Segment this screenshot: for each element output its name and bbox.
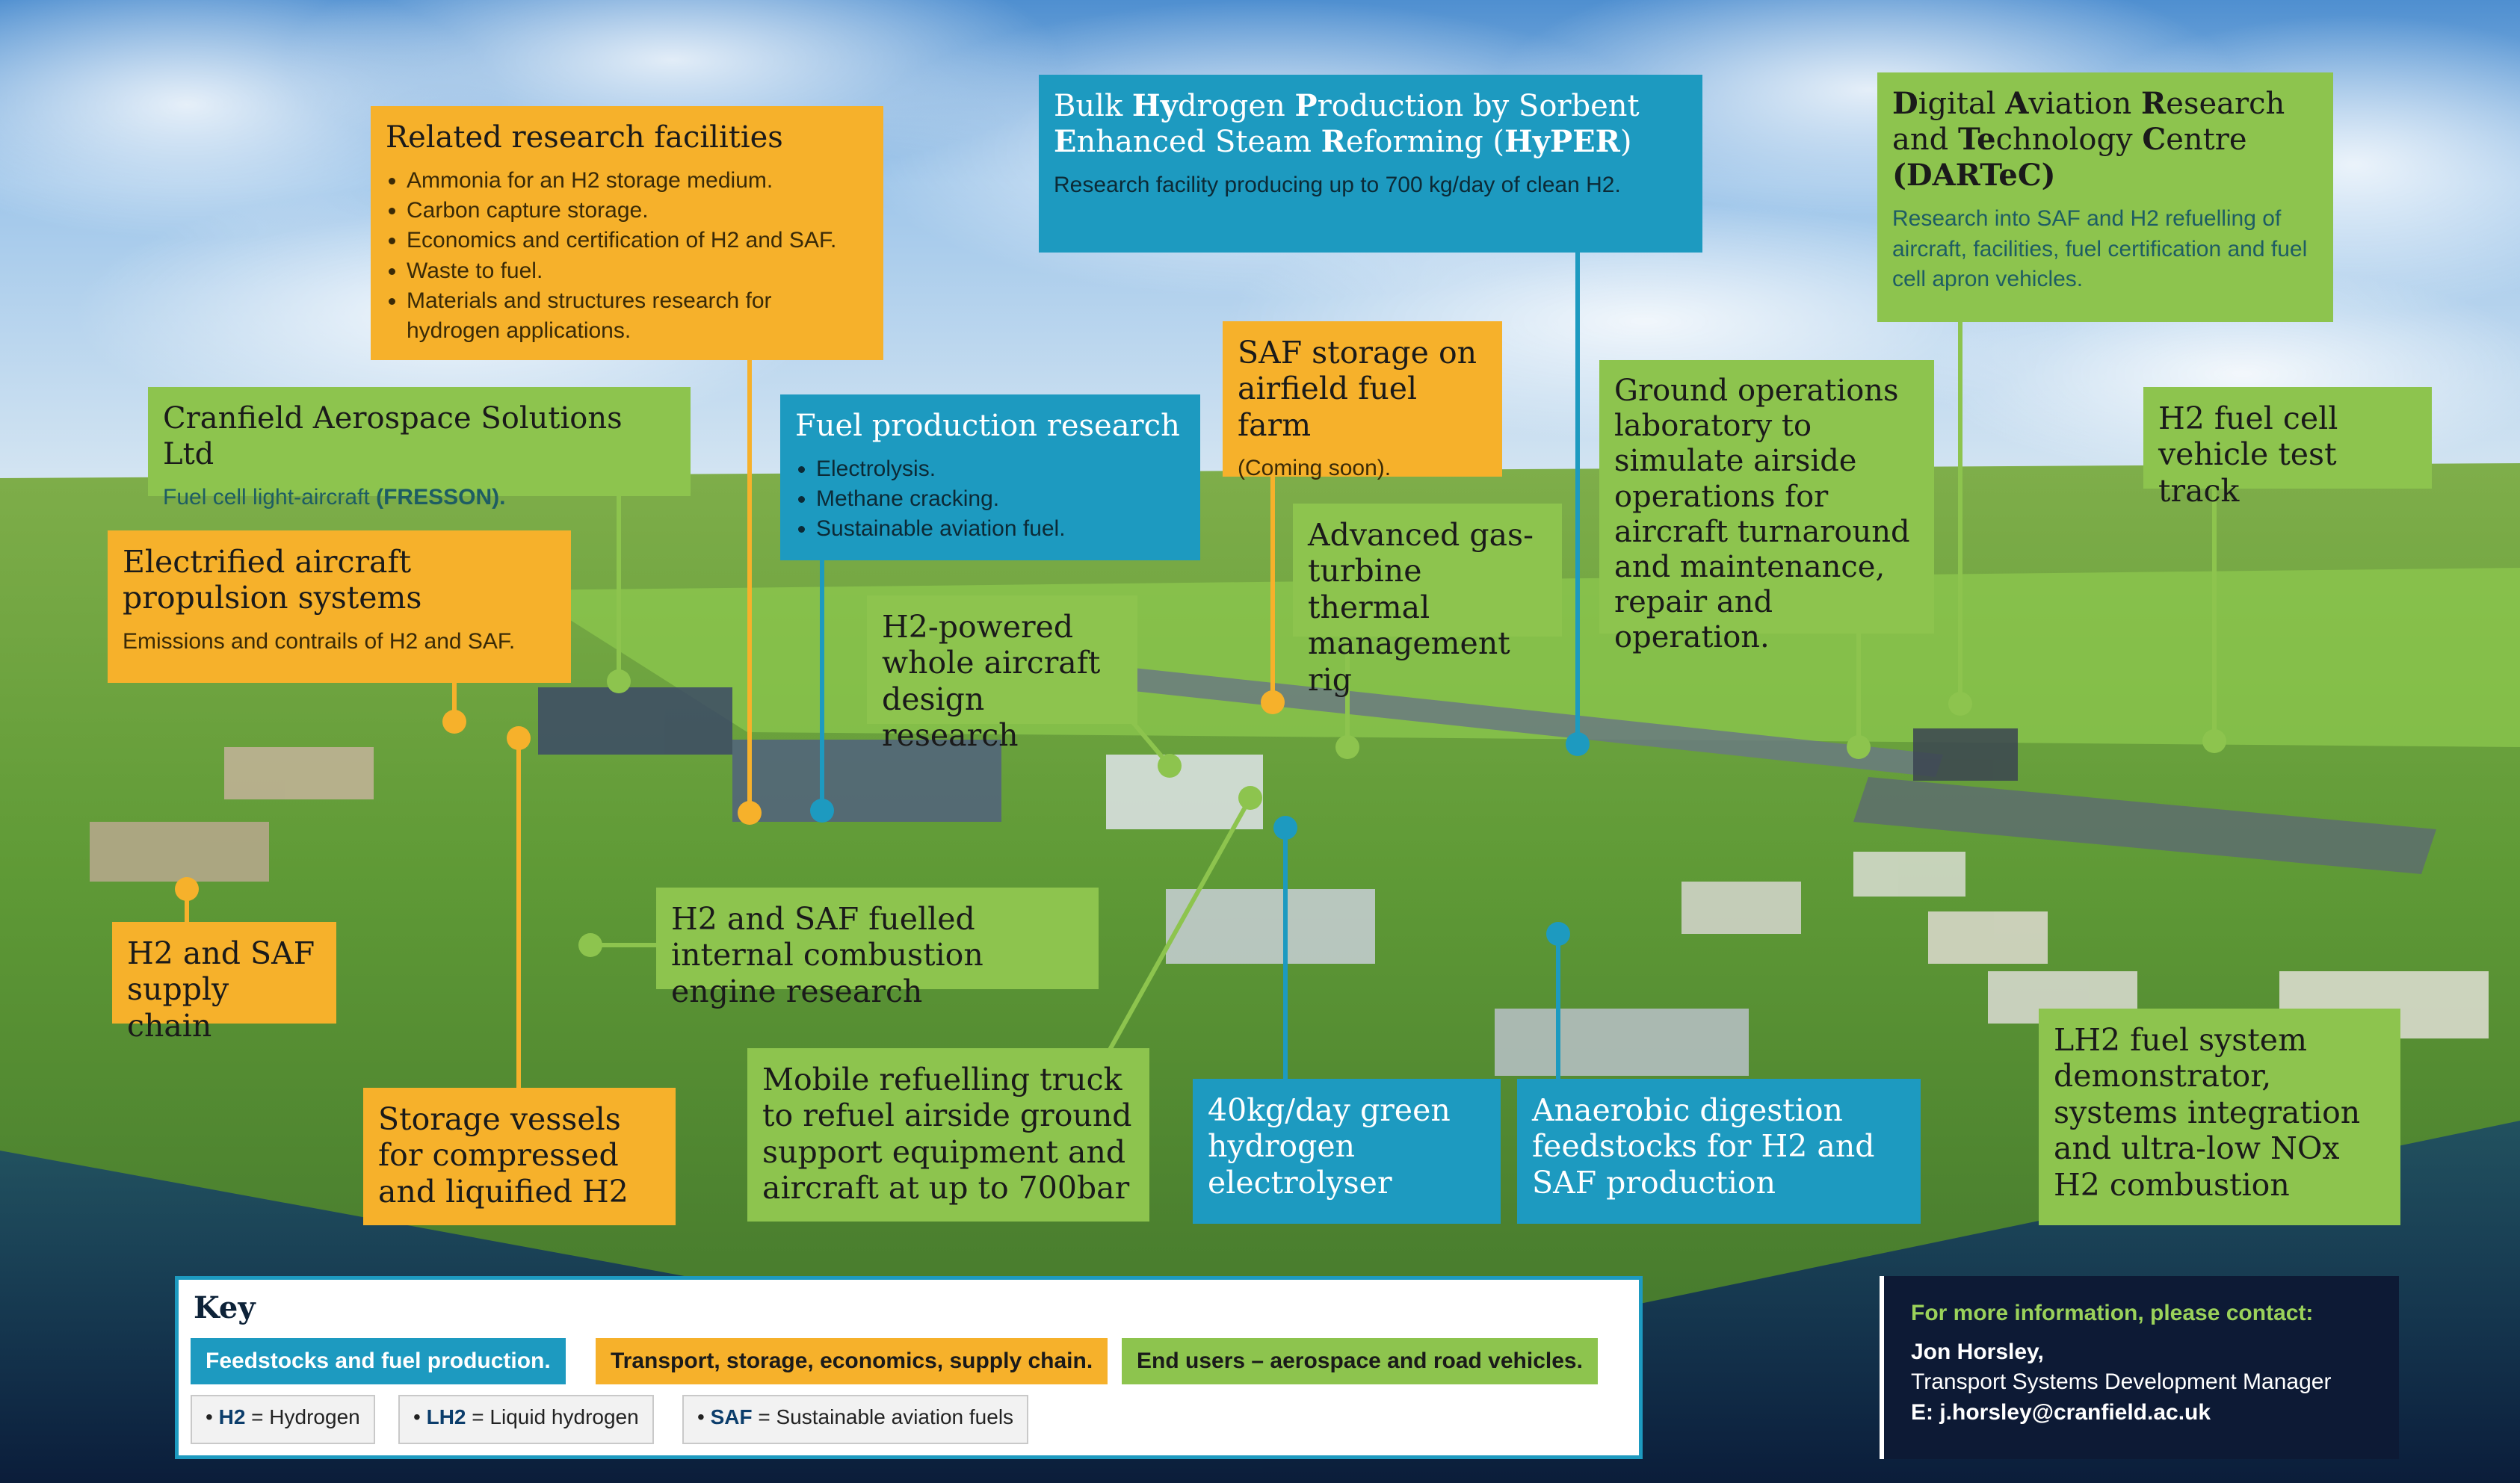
lh2-title: LH2 fuel system demonstrator, systems in…	[2054, 1022, 2361, 1203]
abbr-definition: = Sustainable aviation fuels	[758, 1405, 1014, 1428]
hyper-title-part: Hy	[1131, 88, 1178, 123]
box-related-research-facilities: Related research facilities Ammonia for …	[371, 106, 883, 360]
box-storage-vessels: Storage vessels for compressed and liqui…	[363, 1088, 676, 1225]
taxiway	[1853, 777, 2436, 874]
hyper-title-part: drogen	[1177, 89, 1295, 123]
h2-track-title: H2 fuel cell vehicle test track	[2158, 400, 2338, 509]
abbr-definition: = Hydrogen	[251, 1405, 360, 1428]
box-electrified-propulsion: Electrified aircraft propulsion systems …	[108, 530, 571, 683]
hyper-title-part: P	[1294, 88, 1318, 123]
box-hyper: Bulk Hydrogen Production by Sorbent Enha…	[1039, 75, 1702, 253]
box-dartec: Digital Aviation Research and Technology…	[1877, 72, 2333, 322]
abbr-h2: • H2 = Hydrogen	[191, 1395, 375, 1444]
fuel-production-item: Methane cracking.	[816, 484, 1185, 514]
ice-research-title: H2 and SAF fuelled internal combustion e…	[671, 901, 983, 1009]
hyper-title-part: R	[1321, 124, 1346, 159]
dartec-body: Research into SAF and H2 refuelling of a…	[1892, 206, 2308, 291]
hyper-title-part: )	[1619, 125, 1632, 159]
fuel-production-list: Electrolysis. Methane cracking. Sustaina…	[795, 454, 1185, 545]
electrified-body: Emissions and contrails of H2 and SAF.	[123, 628, 516, 654]
dartec-title-part: Te	[1957, 122, 1996, 157]
saf-storage-body: (Coming soon).	[1238, 456, 1392, 481]
box-fuel-production: Fuel production research Electrolysis. M…	[780, 394, 1200, 560]
box-lh2-demonstrator: LH2 fuel system demonstrator, systems in…	[2039, 1009, 2400, 1225]
contact-lead: For more information, please contact:	[1911, 1301, 2314, 1325]
gas-turbine-title: Advanced gas-turbine thermal management …	[1308, 517, 1534, 698]
abbr-term: H2	[218, 1405, 246, 1428]
hyper-body: Research facility producing up to 700 kg…	[1054, 173, 1621, 197]
abbr-term: SAF	[710, 1405, 753, 1428]
anaerobic-title: Anaerobic digestion feedstocks for H2 an…	[1532, 1092, 1875, 1201]
related-title: Related research facilities	[386, 120, 783, 155]
key-feedstocks: Feedstocks and fuel production.	[191, 1338, 566, 1384]
hyper-title-part: Bulk	[1054, 89, 1132, 123]
related-list: Ammonia for an H2 storage medium. Carbon…	[386, 166, 868, 346]
abbr-definition: = Liquid hydrogen	[472, 1405, 639, 1428]
fuel-production-item: Sustainable aviation fuel.	[816, 514, 1185, 544]
related-item: Carbon capture storage.	[407, 196, 868, 226]
fuel-production-title: Fuel production research	[795, 409, 1180, 443]
dartec-title-part: R	[2141, 86, 2167, 121]
box-mobile-refuelling: Mobile refuelling truck to refuel airsid…	[747, 1048, 1149, 1222]
dartec-title-part: A	[2005, 86, 2029, 121]
fuel-production-item: Electrolysis.	[816, 454, 1185, 484]
mobile-truck-title: Mobile refuelling truck to refuel airsid…	[762, 1062, 1132, 1207]
key-transport: Transport, storage, economics, supply ch…	[596, 1338, 1108, 1384]
leader-dots	[175, 669, 2226, 957]
runway	[889, 643, 1943, 777]
key-panel: Key Feedstocks and fuel production. Tran…	[175, 1276, 1643, 1459]
hyper-title-part: roduction by Sorbent	[1317, 89, 1640, 123]
related-item: Waste to fuel.	[407, 256, 868, 286]
box-ice-research: H2 and SAF fuelled internal combustion e…	[656, 888, 1099, 1009]
abbr-lh2: • LH2 = Liquid hydrogen	[398, 1395, 654, 1444]
cranfield-aero-body: Fuel cell light-aircraft (FRESSON).	[163, 483, 676, 513]
box-electrolyser: 40kg/day green hydrogen electrolyser	[1193, 1079, 1501, 1224]
dartec-title-part: C	[2142, 122, 2167, 157]
box-supply-chain: H2 and SAF supply chain	[112, 922, 336, 1044]
saf-storage-title: SAF storage on airfield fuel farm	[1238, 335, 1477, 443]
contact-name: Jon Horsley,	[1911, 1340, 2044, 1365]
box-saf-storage: SAF storage on airfield fuel farm (Comin…	[1223, 321, 1502, 480]
dartec-title-part: chnology	[1995, 123, 2143, 157]
key-end-users: End users – aerospace and road vehicles.	[1122, 1338, 1598, 1384]
box-gas-turbine: Advanced gas-turbine thermal management …	[1293, 504, 1562, 698]
box-h2-test-track: H2 fuel cell vehicle test track	[2143, 387, 2432, 509]
contact-email[interactable]: E: j.horsley@cranfield.ac.uk	[1911, 1399, 2211, 1425]
box-anaerobic-digestion: Anaerobic digestion feedstocks for H2 an…	[1517, 1079, 1921, 1224]
key-title: Key	[194, 1290, 256, 1325]
dartec-title-part: (DARTeC)	[1892, 158, 2056, 193]
dartec-title-part: viation	[2028, 87, 2142, 121]
hyper-title-part: E	[1054, 124, 1077, 159]
h2-design-title: H2-powered whole aircraft design researc…	[882, 609, 1101, 754]
dartec-title-part: esearch and	[1892, 87, 2285, 157]
related-item: Economics and certification of H2 and SA…	[407, 226, 868, 256]
dartec-title-part: D	[1892, 86, 1918, 121]
related-item: Ammonia for an H2 storage medium.	[407, 166, 868, 196]
dartec-title-part: entre	[2166, 123, 2247, 157]
abbr-saf: • SAF = Sustainable aviation fuels	[682, 1395, 1029, 1444]
box-h2-aircraft-design: H2-powered whole aircraft design researc…	[867, 595, 1137, 753]
box-cranfield-aerospace: Cranfield Aerospace Solutions Ltd Fuel c…	[148, 387, 691, 510]
ground-ops-title: Ground operations laboratory to simulate…	[1614, 374, 1910, 655]
cranfield-aero-body-text: Fuel cell light-aircraft	[163, 485, 377, 510]
contact-role: Transport Systems Development Manager	[1911, 1369, 2332, 1395]
dartec-title-part: igital	[1918, 87, 2006, 121]
hyper-title-part: HyPER	[1504, 124, 1620, 159]
electrified-title: Electrified aircraft propulsion systems	[123, 544, 422, 616]
cranfield-aero-title: Cranfield Aerospace Solutions Ltd	[163, 401, 623, 471]
related-item: Materials and structures research for hy…	[407, 286, 868, 346]
box-ground-ops: Ground operations laboratory to simulate…	[1599, 360, 1934, 654]
hyper-title-part: nhanced Steam	[1076, 125, 1321, 159]
storage-vessels-title: Storage vessels for compressed and liqui…	[378, 1101, 629, 1210]
hyper-title-part: eforming (	[1345, 125, 1505, 159]
abbr-term: LH2	[426, 1405, 466, 1428]
leader-mobile-truck	[1108, 796, 1253, 1051]
hyper-title: Bulk Hydrogen Production by Sorbent Enha…	[1054, 88, 1687, 160]
dartec-title: Digital Aviation Research and Technology…	[1892, 86, 2318, 193]
electrolyser-title: 40kg/day green hydrogen electrolyser	[1208, 1092, 1451, 1201]
contact-panel: For more information, please contact: Jo…	[1880, 1276, 2399, 1459]
fresson-label: (FRESSON).	[376, 485, 506, 510]
supply-chain-title: H2 and SAF supply chain	[127, 935, 315, 1044]
